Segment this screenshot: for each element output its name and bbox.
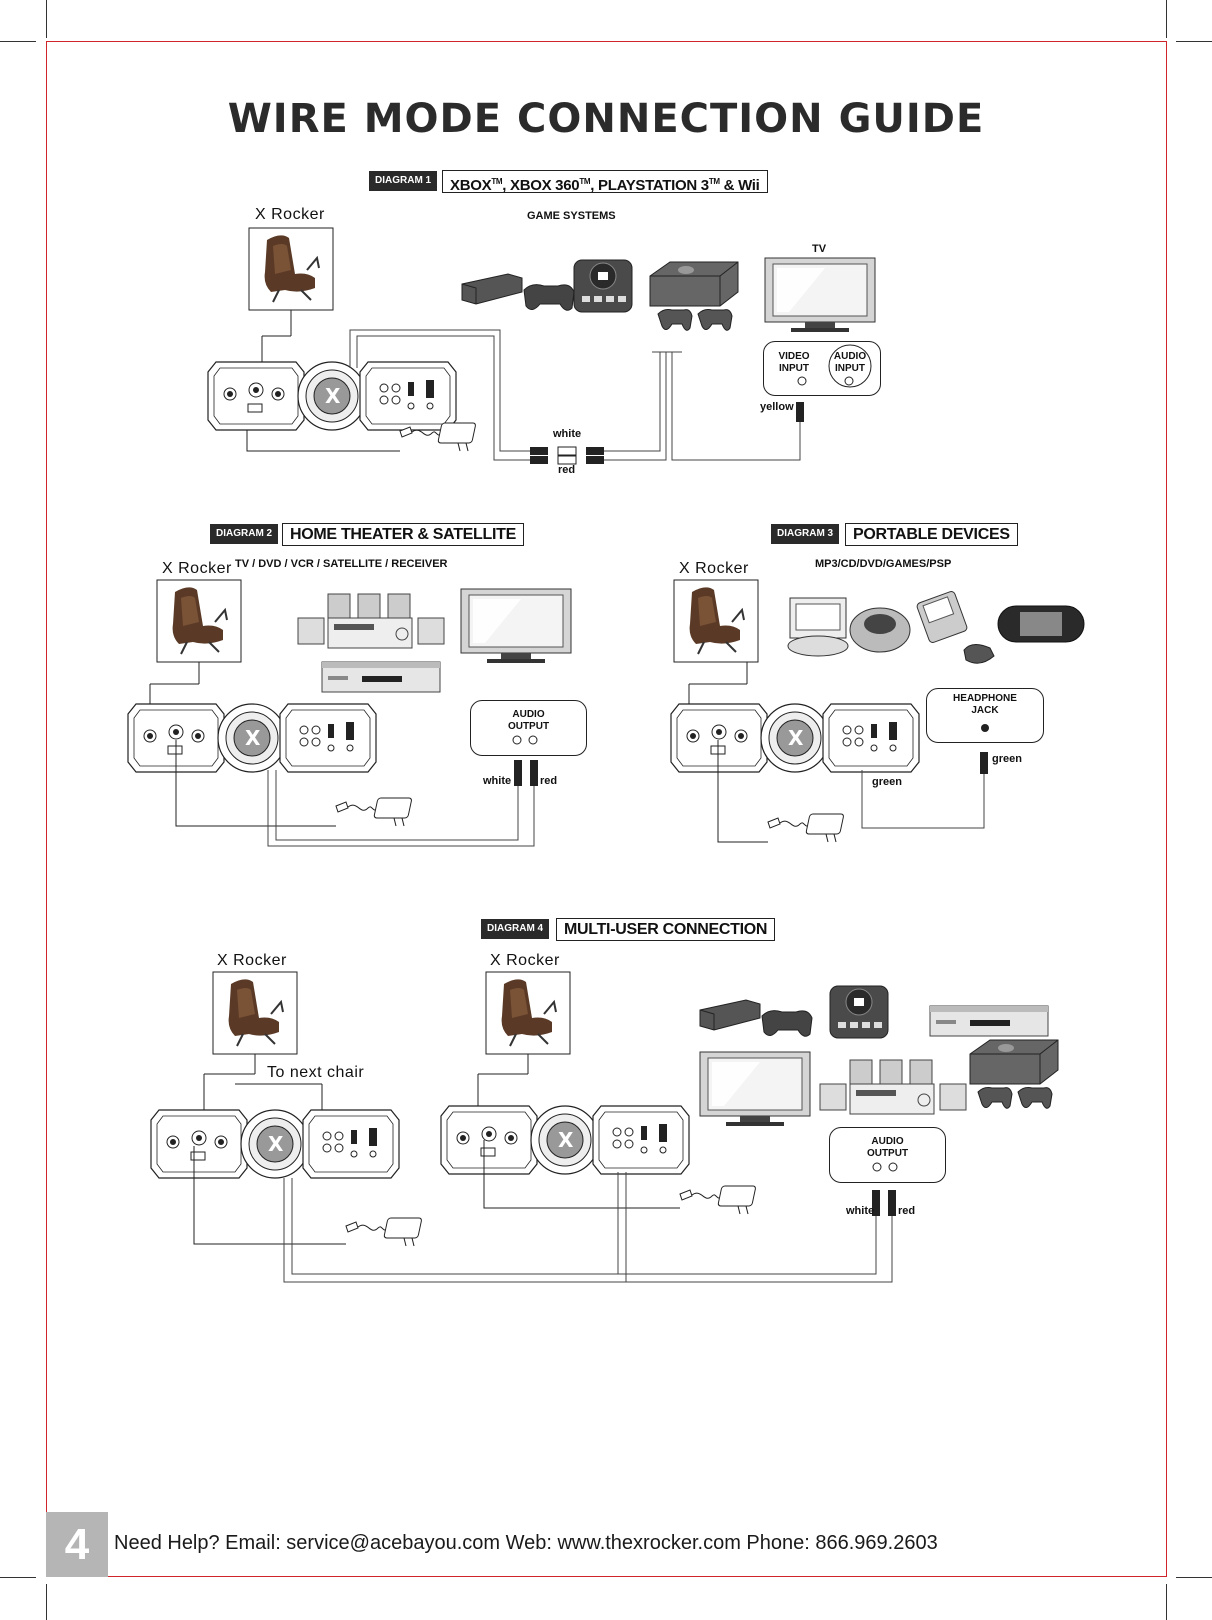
rocker-label: X Rocker <box>217 952 287 969</box>
sources-label: MP3/CD/DVD/GAMES/PSP <box>815 558 952 570</box>
diagram-3-heading: PORTABLE DEVICES <box>845 523 1018 546</box>
heading-part: XBOX <box>450 177 492 194</box>
tv-label: TV <box>812 243 827 255</box>
diagram-2-heading: HOME THEATER & SATELLITE <box>282 523 524 546</box>
video-input-label: VIDEO INPUT <box>778 351 810 374</box>
crop-mark <box>1176 1577 1212 1578</box>
tv-input-box: VIDEO INPUT AUDIO INPUT <box>763 341 881 396</box>
game-systems-label: GAME SYSTEMS <box>527 210 616 222</box>
headphone-jack-box: HEADPHONE JACK <box>926 688 1044 743</box>
audio-input-label: AUDIO INPUT <box>833 351 867 374</box>
heading-part: & Wii <box>719 177 760 194</box>
diagram-4-heading: MULTI-USER CONNECTION <box>556 918 776 941</box>
page-frame <box>46 41 1167 1577</box>
white-cable-label: white <box>553 428 582 440</box>
headphone-jack-label: HEADPHONE JACK <box>953 693 1017 716</box>
crop-mark <box>0 1577 36 1578</box>
page-title: WIRE MODE CONNECTION GUIDE <box>227 96 985 142</box>
rocker-label: X Rocker <box>490 952 560 969</box>
yellow-cable-label: yellow <box>760 401 794 413</box>
green-cable-label: green <box>872 776 902 788</box>
diagram-4-tag: DIAGRAM 4 <box>481 919 550 939</box>
trademark: TM <box>708 177 720 186</box>
red-cable-label: red <box>898 1205 916 1217</box>
audio-output-box: AUDIO OUTPUT <box>829 1127 946 1183</box>
crop-mark <box>1166 0 1167 38</box>
green-cable-label: green <box>992 753 1022 765</box>
red-cable-label: red <box>540 775 558 787</box>
diagram-1-heading: XBOXTM, XBOX 360TM, PLAYSTATION 3TM & Wi… <box>442 170 768 194</box>
next-chair-label: To next chair <box>267 1064 365 1081</box>
crop-mark <box>1176 41 1212 42</box>
white-cable-label: white <box>846 1205 875 1217</box>
crop-mark <box>0 41 36 42</box>
heading-part: , XBOX 360 <box>502 177 580 194</box>
sources-label: TV / DVD / VCR / SATELLITE / RECEIVER <box>235 558 448 570</box>
audio-output-box: AUDIO OUTPUT <box>470 700 587 756</box>
rocker-label: X Rocker <box>162 560 232 577</box>
help-contact-text: Need Help? Email: service@acebayou.com W… <box>114 1532 938 1554</box>
diagram-3-tag: DIAGRAM 3 <box>771 524 840 544</box>
diagram-2-tag: DIAGRAM 2 <box>210 524 279 544</box>
crop-mark <box>46 0 47 38</box>
audio-output-label: AUDIO OUTPUT <box>866 1136 909 1159</box>
crop-mark <box>46 1584 47 1620</box>
red-cable-label: red <box>558 464 576 476</box>
page-number: 4 <box>46 1512 108 1577</box>
crop-mark <box>1166 1584 1167 1620</box>
rocker-label: X Rocker <box>255 206 325 223</box>
trademark: TM <box>579 177 591 186</box>
trademark: TM <box>491 177 503 186</box>
audio-output-label: AUDIO OUTPUT <box>507 709 550 732</box>
rocker-label: X Rocker <box>679 560 749 577</box>
white-cable-label: white <box>483 775 512 787</box>
diagram-1-tag: DIAGRAM 1 <box>369 171 438 191</box>
heading-part: , PLAYSTATION 3 <box>590 177 709 194</box>
